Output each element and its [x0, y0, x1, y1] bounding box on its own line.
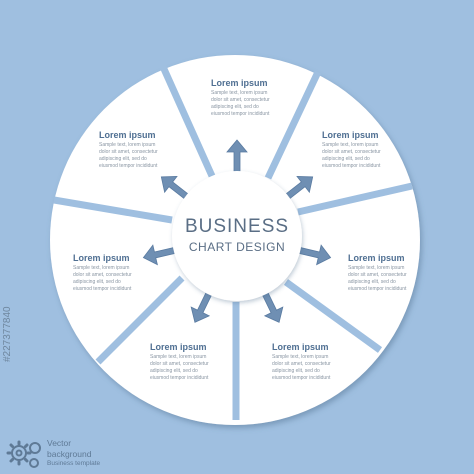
- segment-top-text: Sample text, lorem ipsum dolor sit amet,…: [211, 90, 270, 117]
- center-title: BUSINESS: [184, 216, 290, 237]
- center-subtitle: CHART DESIGN: [188, 240, 286, 254]
- segment-top-right-title: Lorem ipsum: [322, 130, 379, 140]
- segment-divider: [156, 58, 216, 178]
- segment-dividers: [53, 58, 413, 420]
- segment-divider: [95, 275, 185, 365]
- footer-line-2: background: [47, 449, 92, 459]
- segment-bottom-left-title: Lorem ipsum: [150, 342, 207, 352]
- footer-line-3: Business template: [47, 460, 101, 467]
- segment-divider: [53, 196, 173, 224]
- segment-top-title: Lorem ipsum: [211, 78, 268, 88]
- segment-bottom-right-text: Sample text, lorem ipsum dolor sit amet,…: [272, 354, 331, 381]
- segment-left-title: Lorem ipsum: [73, 253, 130, 263]
- segment-left-text: Sample text, lorem ipsum dolor sit amet,…: [73, 265, 132, 292]
- segment-top-left-text: Sample text, lorem ipsum dolor sit amet,…: [99, 142, 158, 169]
- segment-divider: [297, 182, 413, 216]
- segment-bottom-left-text: Sample text, lorem ipsum dolor sit amet,…: [150, 354, 209, 381]
- stock-id: #227377840: [2, 306, 13, 362]
- center-circle: [172, 171, 302, 301]
- segment-bottom-right-title: Lorem ipsum: [272, 342, 329, 352]
- segment-right-title: Lorem ipsum: [348, 253, 405, 263]
- segment-divider: [264, 70, 322, 180]
- segment-top-left-title: Lorem ipsum: [99, 130, 156, 140]
- segment-top-right-text: Sample text, lorem ipsum dolor sit amet,…: [322, 142, 381, 169]
- segment-right-text: Sample text, lorem ipsum dolor sit amet,…: [348, 265, 407, 292]
- gears-icon: [6, 440, 41, 468]
- footer-line-1: Vector: [47, 438, 72, 448]
- segment-divider: [283, 279, 383, 353]
